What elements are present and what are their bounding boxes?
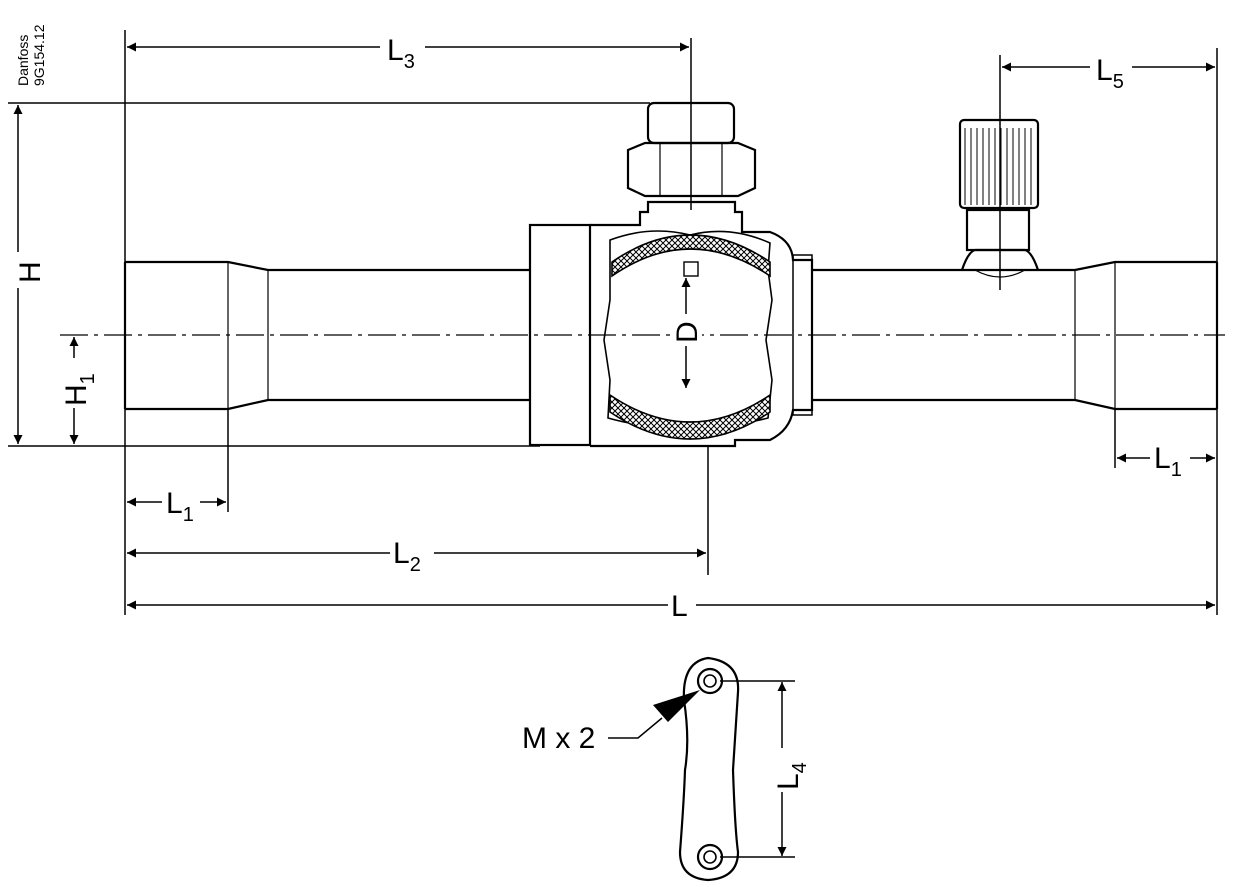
- label-L: L: [671, 590, 688, 623]
- stamp-brand: Danfoss: [15, 35, 31, 86]
- label-H1: H1: [60, 373, 99, 406]
- stem-slot: [683, 261, 699, 277]
- label-L3: L3: [387, 34, 415, 73]
- ball-housing: [528, 200, 814, 448]
- ball-seat-upper: [611, 234, 771, 278]
- stamp-code: 9G154.12: [31, 24, 47, 86]
- valve-body: [123, 101, 1219, 448]
- label-D: D: [671, 321, 704, 343]
- dimension-lines: [13, 42, 1215, 856]
- extension-lines: [8, 30, 1218, 615]
- label-L1-right: L1: [1154, 442, 1182, 481]
- drawing-stamp: Danfoss 9G154.12: [15, 24, 47, 86]
- dimension-labels: L3 L5 H H1 D L1 L1 L2 L L4: [4, 30, 1190, 792]
- mounting-bracket: [608, 656, 795, 882]
- callout-bolt: M x 2: [522, 722, 595, 755]
- label-L5: L5: [1096, 54, 1124, 93]
- ball-seat-lower: [609, 393, 771, 440]
- stem-bonnet: [626, 101, 757, 198]
- bracket-hole-top: [696, 667, 724, 695]
- service-port: [958, 118, 1040, 278]
- label-L2: L2: [393, 537, 421, 576]
- right-pipe: [812, 260, 1219, 411]
- label-L1-left: L1: [166, 487, 194, 526]
- label-H: H: [14, 261, 47, 283]
- left-pipe: [123, 260, 530, 411]
- label-L4: L4: [772, 762, 811, 790]
- bracket-hole-bottom: [696, 843, 724, 871]
